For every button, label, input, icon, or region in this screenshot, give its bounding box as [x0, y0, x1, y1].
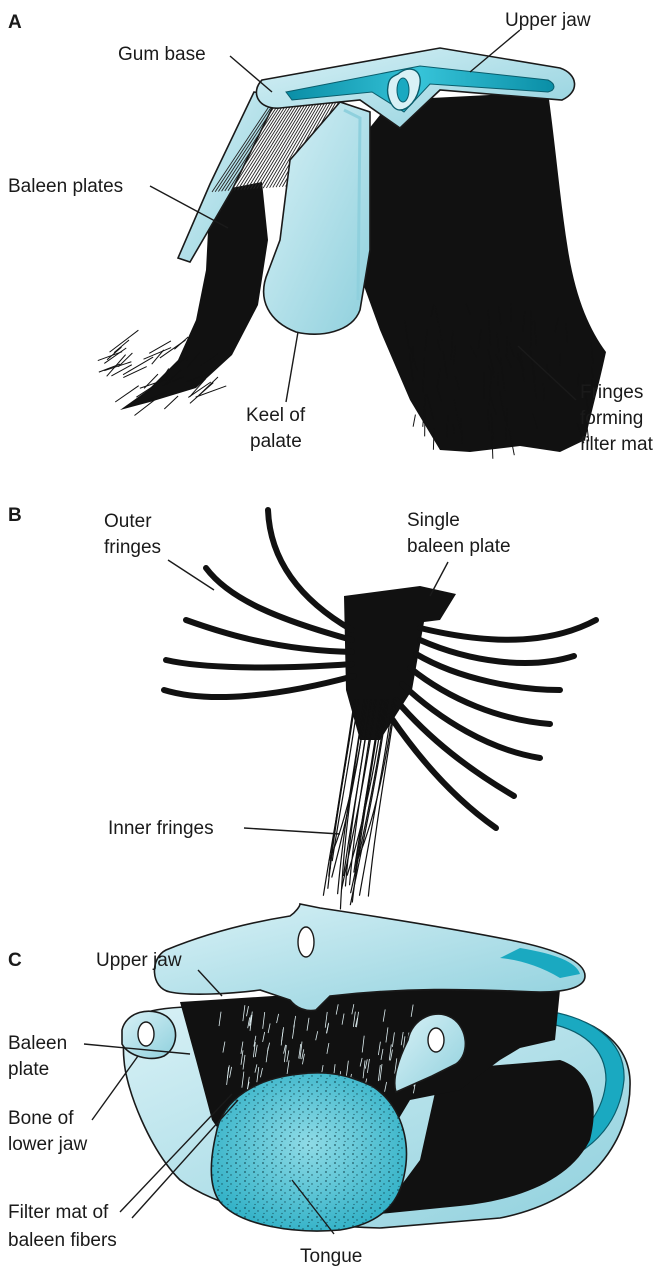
label-fringes-line3: filter mat [580, 434, 654, 455]
label-baleen-plate-line1: Baleen [8, 1033, 67, 1054]
label-tongue: Tongue [300, 1246, 362, 1267]
fringe-hair [511, 303, 512, 321]
fringe-hair [149, 341, 171, 353]
outer-fringe [268, 510, 352, 630]
leader-keel [286, 332, 298, 402]
fringe-hair [99, 364, 120, 372]
outer-fringe [166, 660, 352, 667]
label-bone-lower-jaw-line2: lower jaw [8, 1134, 87, 1155]
label-upper-jaw-c: Upper jaw [96, 950, 182, 971]
fringe-hair [433, 428, 434, 450]
panel-c-letter: C [8, 950, 22, 971]
label-filter-mat-line2: baleen fibers [8, 1230, 117, 1251]
label-keel-line2: palate [250, 431, 302, 452]
fringe-hair [104, 348, 126, 363]
label-baleen-plates: Baleen plates [8, 176, 123, 197]
fringe-hair [110, 330, 139, 352]
panel-c: C Upper jaw [8, 904, 630, 1267]
leader-inner-fringes [244, 828, 340, 834]
leader-gum-base [230, 56, 272, 92]
panel-b-letter: B [8, 505, 22, 526]
fringe-hair [447, 415, 448, 437]
outer-fringe [206, 568, 352, 640]
fringe-hair [196, 386, 227, 397]
label-single-plate-line1: Single [407, 510, 460, 531]
label-keel-line1: Keel of [246, 405, 306, 426]
label-baleen-plate-line2: plate [8, 1059, 49, 1080]
panel-a-letter: A [8, 12, 22, 33]
outer-fringe [186, 620, 352, 652]
label-fringes-line2: forming [580, 408, 643, 429]
fringe-hair [498, 373, 499, 386]
outer-fringe [420, 620, 596, 640]
panel-b: B Outer fringes Single baleen plate Inne… [8, 505, 596, 909]
fringe-hair [123, 357, 153, 375]
label-outer-fringes-line1: Outer [104, 511, 152, 532]
panel-a: A Upper jaw [8, 10, 654, 459]
fringe-mass-left [120, 182, 268, 410]
label-bone-lower-jaw-line1: Bone of [8, 1108, 74, 1129]
label-single-plate-line2: baleen plate [407, 536, 511, 557]
label-upper-jaw-a: Upper jaw [505, 10, 591, 31]
fringe-hair [413, 415, 415, 427]
fringe-hair [453, 424, 454, 434]
fringe-hair [543, 383, 544, 400]
label-fringes-line1: Fringes [580, 382, 643, 403]
outer-fringe [420, 640, 574, 663]
outer-fringe [164, 676, 354, 697]
label-inner-fringes: Inner fringes [108, 818, 214, 839]
fringe-hair [507, 336, 508, 355]
label-gum-base: Gum base [118, 44, 206, 65]
leader-outer-fringes [168, 560, 214, 590]
fringe-mass-right [352, 92, 606, 452]
label-filter-mat-line1: Filter mat of [8, 1202, 109, 1223]
fringe-hair [164, 396, 178, 409]
label-outer-fringes-line2: fringes [104, 537, 161, 558]
tongue [211, 1073, 406, 1231]
